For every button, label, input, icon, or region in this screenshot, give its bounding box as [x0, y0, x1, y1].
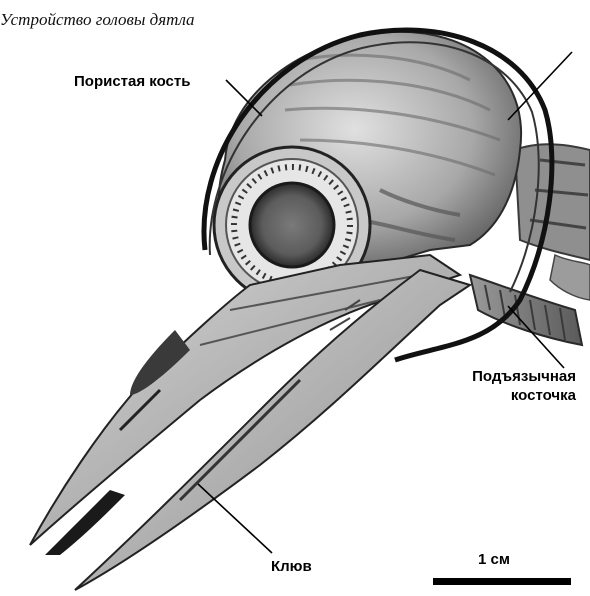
- scale-bar: [433, 578, 571, 585]
- label-hyoid-line1: Подъязычная: [472, 367, 576, 386]
- scale-bar-label: 1 см: [478, 550, 510, 569]
- label-porous-bone: Пористая кость: [74, 72, 190, 91]
- label-hyoid-bone: Подъязычная косточка: [472, 367, 576, 405]
- label-beak: Клюв: [271, 557, 312, 576]
- label-hyoid-line2: косточка: [472, 386, 576, 405]
- beak-leader: [198, 484, 272, 553]
